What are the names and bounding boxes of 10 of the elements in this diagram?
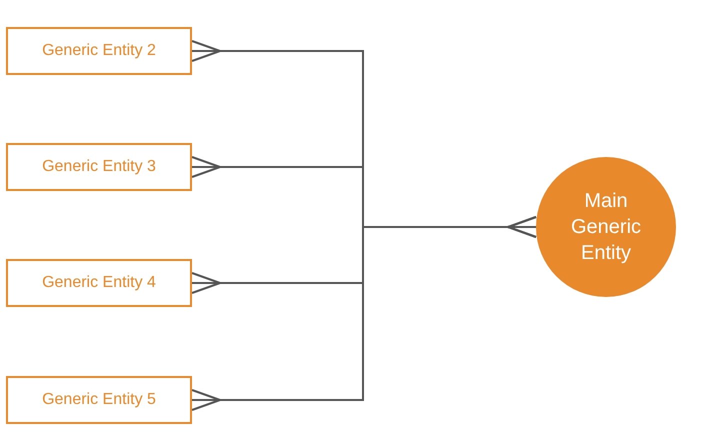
entity-box xyxy=(6,143,192,191)
entity-box xyxy=(6,27,192,75)
entity-box xyxy=(6,259,192,307)
entity-name: Generic Entity 3 xyxy=(42,157,156,177)
entity-name: Generic Entity 4 xyxy=(42,273,156,293)
entity-name: Main Generic Entity xyxy=(570,189,642,266)
entity-box xyxy=(6,376,192,424)
relationship-line xyxy=(191,216,537,411)
entity-name: Generic Entity 2 xyxy=(42,41,156,61)
entity-name: Generic Entity 5 xyxy=(42,390,156,410)
